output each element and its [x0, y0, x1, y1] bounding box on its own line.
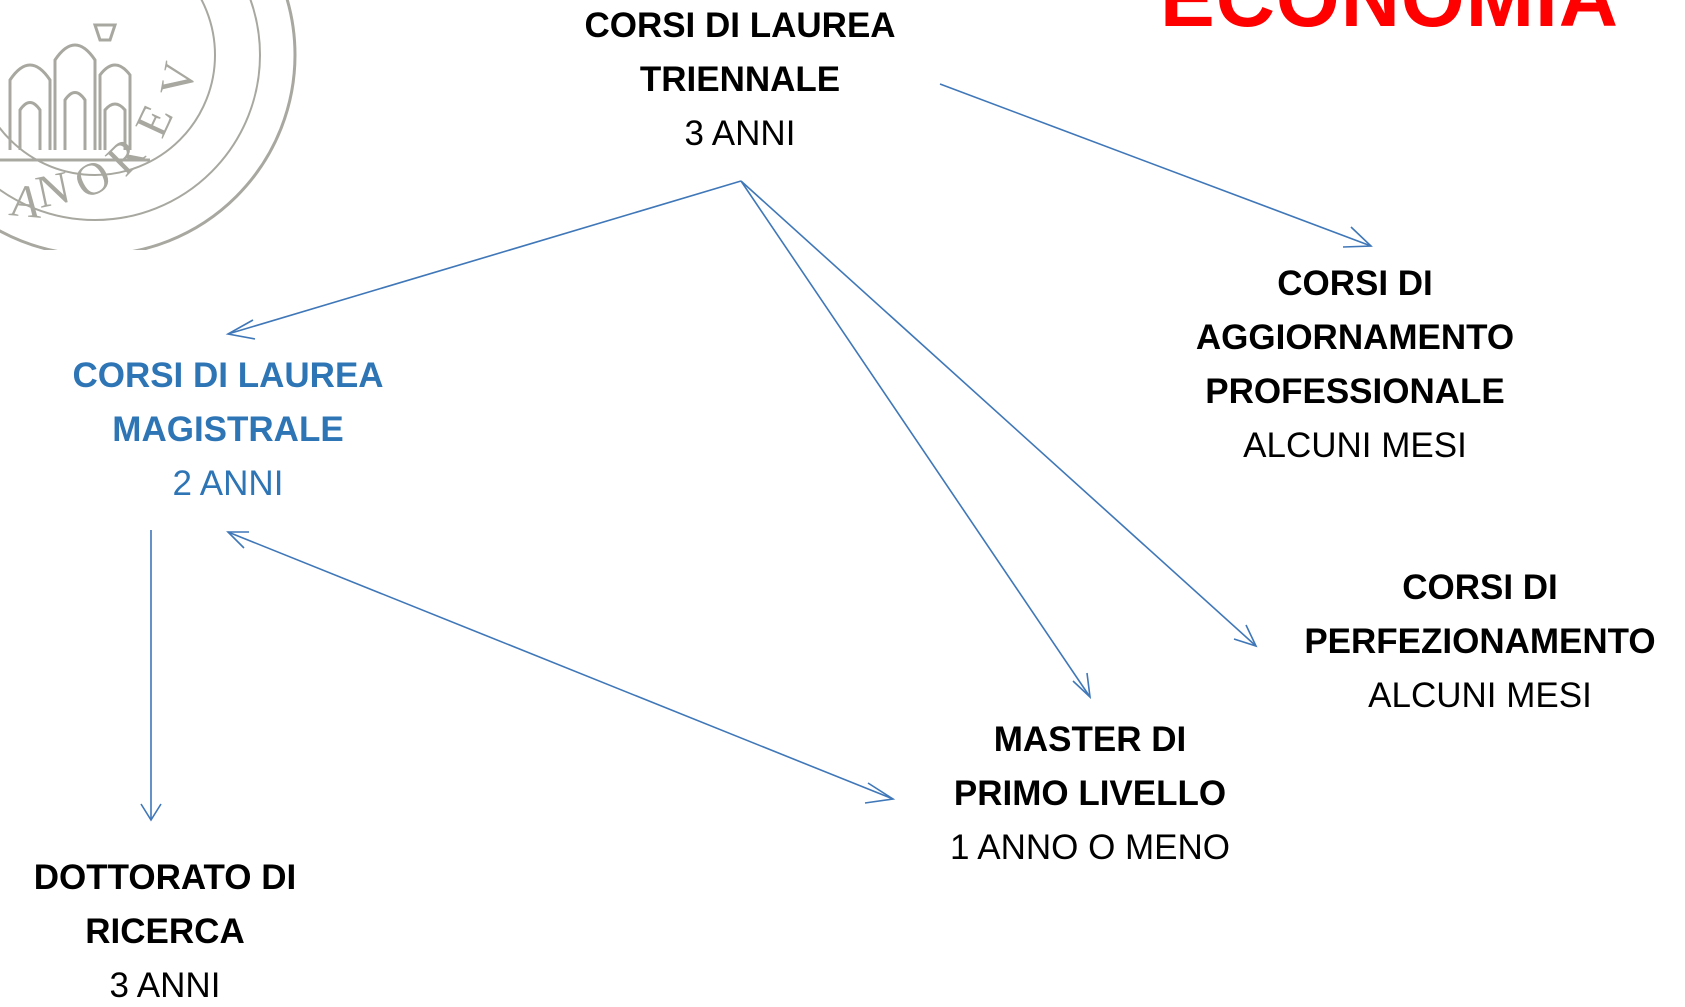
- node-corsi-perfezionamento: CORSI DI PERFEZIONAMENTO ALCUNI MESI: [1240, 561, 1685, 723]
- node-duration: ALCUNI MESI: [1368, 676, 1592, 715]
- arrow-triennale-to-perfezionamento: [740, 180, 1257, 647]
- arrowhead-perfezionamento: [1233, 624, 1258, 648]
- node-duration: 3 ANNI: [109, 966, 221, 1005]
- arrowhead-aggiornamento: [1342, 226, 1373, 248]
- arrow-triennale-to-aggiornamento: [939, 83, 1372, 247]
- arrowhead-master-from-magistrale: [864, 782, 896, 804]
- arrowhead-magistrale: [225, 319, 256, 340]
- node-title: CORSI DI LAUREA MAGISTRALE: [72, 356, 384, 449]
- node-title: DOTTORATO DI RICERCA: [33, 858, 297, 951]
- arrow-triennale-to-master: [740, 180, 1091, 698]
- node-master-primo-livello: MASTER DI PRIMO LIVELLO 1 ANNO O MENO: [860, 713, 1320, 875]
- arrowhead-master-from-triennale: [1072, 672, 1092, 700]
- node-duration: 2 ANNI: [172, 464, 284, 503]
- arrow-triennale-to-magistrale: [227, 180, 742, 335]
- arrowhead-magistrale-from-master: [226, 531, 249, 549]
- node-duration: ALCUNI MESI: [1243, 426, 1467, 465]
- node-duration: 3 ANNI: [684, 114, 796, 153]
- node-duration: 1 ANNO O MENO: [949, 828, 1231, 867]
- node-corsi-aggiornamento-professionale: CORSI DI AGGIORNAMENTO PROFESSIONALE ALC…: [1115, 257, 1595, 473]
- node-dottorato-ricerca: DOTTORATO DI RICERCA 3 ANNI: [0, 851, 345, 1007]
- node-title: CORSI DI AGGIORNAMENTO PROFESSIONALE: [1195, 264, 1515, 411]
- arrowhead-dottorato: [140, 803, 162, 822]
- node-title: MASTER DI PRIMO LIVELLO: [953, 720, 1227, 813]
- node-corsi-laurea-triennale: CORSI DI LAUREA TRIENNALE 3 ANNI: [530, 0, 950, 161]
- arrow-magistrale-master: [227, 531, 894, 800]
- svg-text:A: A: [7, 174, 45, 228]
- node-corsi-laurea-magistrale: CORSI DI LAUREA MAGISTRALE 2 ANNI: [18, 349, 438, 511]
- page-title: ECONOMIA: [1160, 0, 1685, 46]
- university-seal-icon: N O R E V A: [0, 0, 297, 250]
- node-title: CORSI DI LAUREA TRIENNALE: [584, 6, 896, 99]
- node-title: CORSI DI PERFEZIONAMENTO: [1304, 568, 1656, 661]
